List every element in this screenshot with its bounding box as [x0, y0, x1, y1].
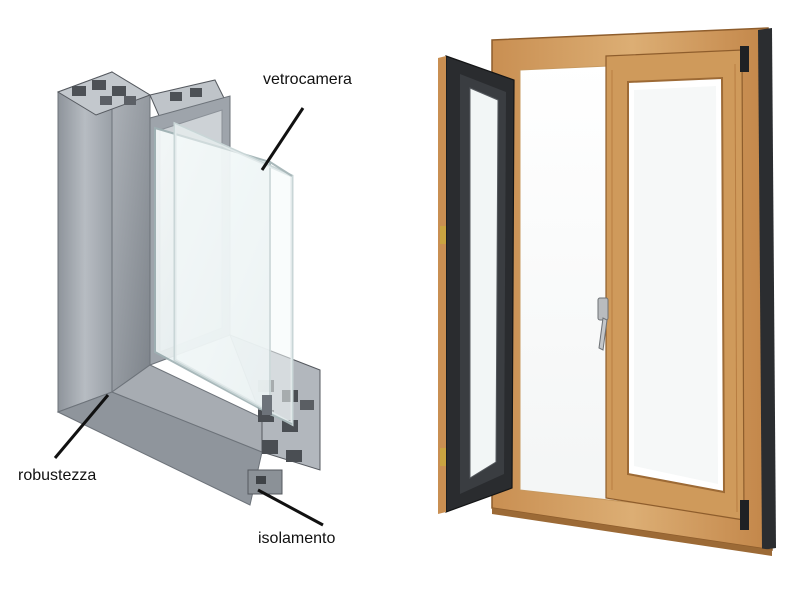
label-vetrocamera: vetrocamera — [263, 71, 352, 88]
leader-line-vetrocamera — [260, 107, 305, 171]
right-sash — [605, 49, 745, 521]
label-isolamento: isolamento — [258, 530, 336, 547]
hinge-bottom-right — [740, 500, 749, 530]
leader-lines — [53, 107, 324, 527]
leader-line-robustezza — [53, 394, 110, 459]
hinge-top-right — [740, 46, 749, 72]
left-open-sash — [438, 55, 515, 514]
label-robustezza: robustezza — [18, 467, 97, 484]
hinge-top-left — [440, 226, 446, 244]
leader-line-isolamento — [257, 488, 324, 527]
double-glazing-unit — [154, 121, 294, 427]
window-handle — [597, 297, 609, 351]
top-profile-cross-section — [56, 71, 226, 119]
hinge-bottom-left — [440, 448, 446, 466]
wooden-window — [438, 27, 776, 556]
